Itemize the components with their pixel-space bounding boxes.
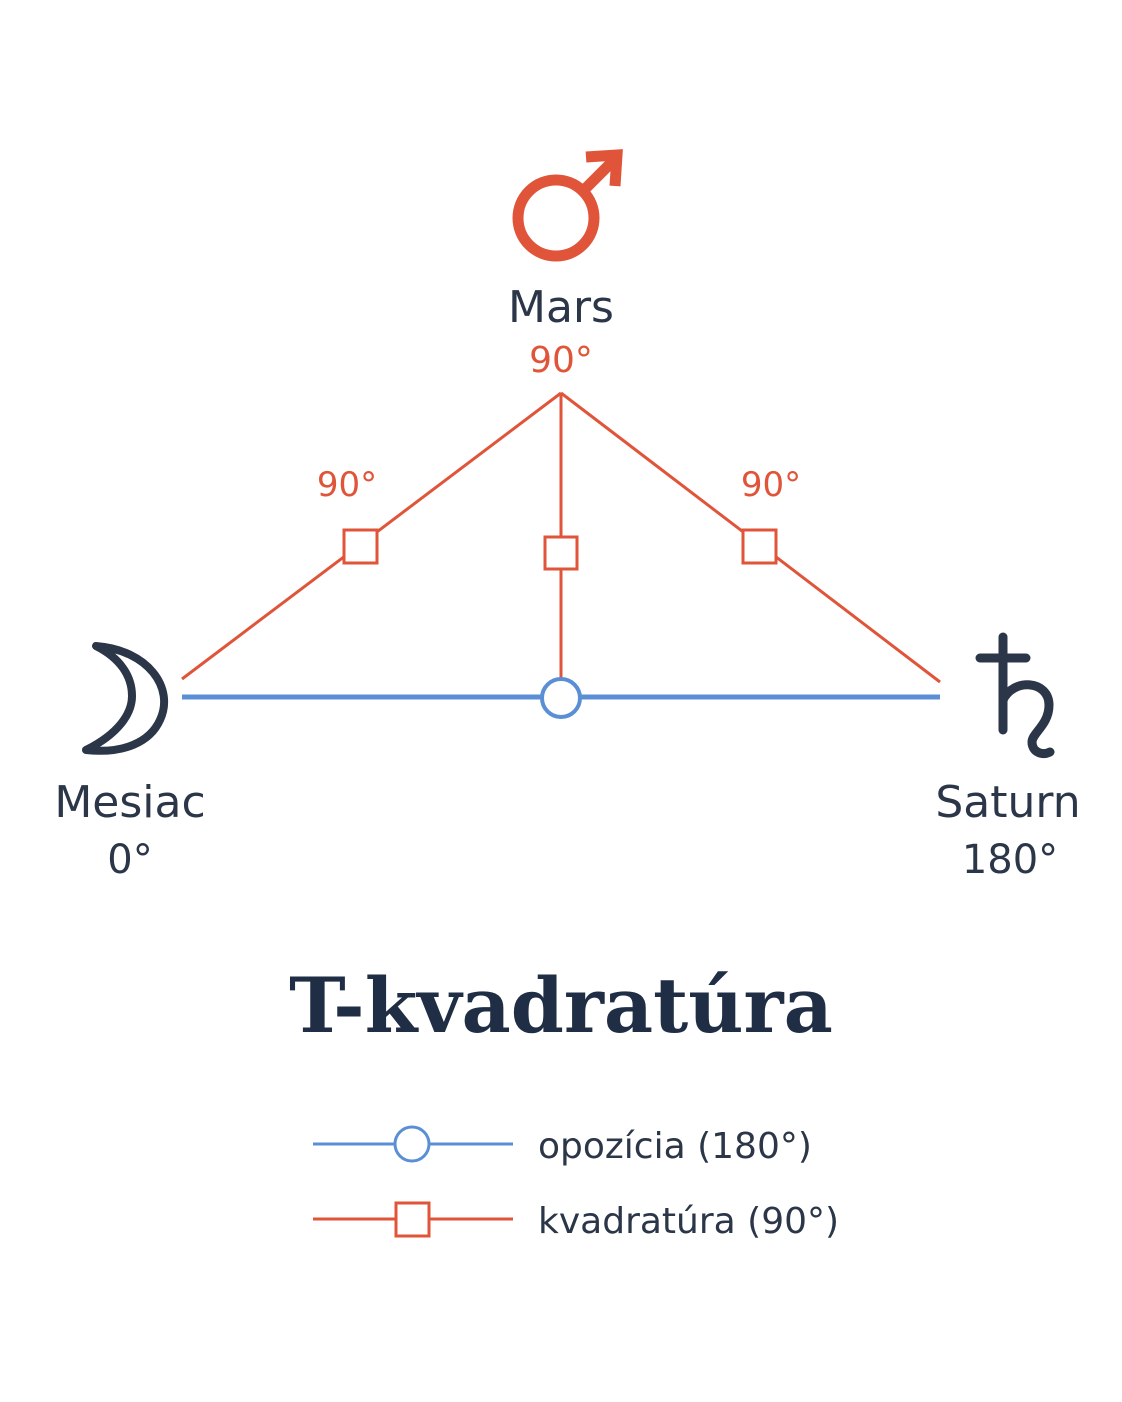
diagram-title: T-kvadratúra xyxy=(289,961,833,1050)
mars-degree-label: 90° xyxy=(529,340,593,381)
saturn-symbol-icon xyxy=(975,632,1055,759)
legend-item-square: kvadratúra (90°) xyxy=(313,1201,839,1242)
legend-item-opposition: opozícia (180°) xyxy=(313,1125,812,1167)
saturn-name-label: Saturn xyxy=(935,777,1080,828)
left-square-angle-label: 90° xyxy=(317,465,377,505)
square-markers xyxy=(342,528,778,571)
mars-symbol-icon xyxy=(512,149,623,262)
saturn-degree-label: 180° xyxy=(962,837,1058,883)
legend-opposition-label: opozícia (180°) xyxy=(538,1126,812,1167)
mars-name-label: Mars xyxy=(508,282,614,333)
legend: opozícia (180°) kvadratúra (90°) xyxy=(313,1125,839,1242)
opposition-marker xyxy=(540,677,582,719)
moon-name-label: Mesiac xyxy=(54,777,205,828)
legend-square-label: kvadratúra (90°) xyxy=(538,1201,839,1242)
square-marker-right xyxy=(741,528,778,565)
legend-square-marker xyxy=(394,1201,431,1238)
square-marker-left xyxy=(342,528,379,565)
square-marker-center xyxy=(543,535,579,571)
moon-degree-label: 0° xyxy=(107,837,152,883)
right-square-angle-label: 90° xyxy=(741,465,801,505)
legend-opposition-marker xyxy=(393,1125,431,1163)
moon-crescent-icon xyxy=(82,642,169,755)
